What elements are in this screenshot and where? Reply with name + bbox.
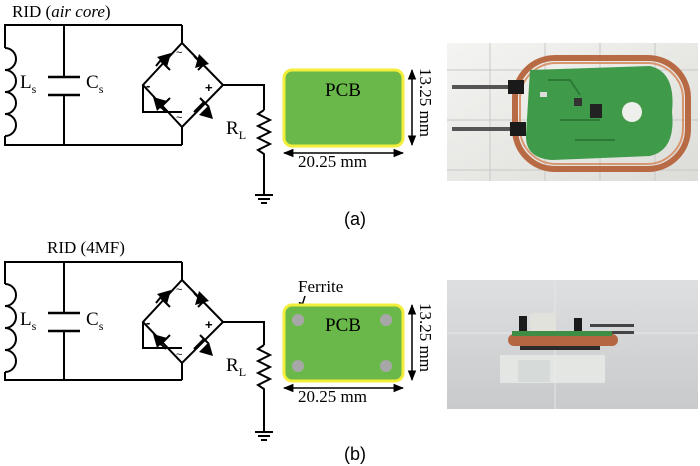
capacitor: [48, 75, 80, 97]
bridge-minus: -: [146, 78, 150, 93]
panel-a: RID (air core): [4, 2, 698, 229]
bridge-b-plus: +: [205, 317, 213, 332]
diode-bridge-b-arrows: [153, 290, 213, 356]
bridge-b-minus: -: [146, 315, 150, 330]
load-resistor-b: [255, 344, 273, 392]
load-b-label: RL: [226, 355, 246, 379]
pcb-board-b: [282, 303, 405, 383]
load-label: RL: [226, 118, 246, 142]
ferrite-dot-bl: [292, 360, 304, 372]
inductor: [4, 24, 18, 146]
pcb-label: PCB: [325, 80, 361, 101]
ferrite-side-photo: [447, 280, 698, 409]
capacitor-b: [48, 311, 80, 333]
ferrite-dot-tl: [292, 314, 304, 326]
pcb-board: [282, 68, 405, 148]
ferrite-dot-br: [380, 360, 392, 372]
bridge-ac-top: ~: [176, 47, 182, 59]
wires-a: [5, 24, 273, 204]
diode-bridge-arrows: [153, 53, 213, 119]
panel-b-title: RID (4MF): [47, 238, 125, 257]
height-b-label: 13.25 mm: [416, 303, 435, 372]
pcb-b-label: PCB: [325, 315, 361, 336]
wires-b: [5, 261, 273, 441]
bridge-plus: +: [205, 80, 213, 95]
air-core-photo: [447, 43, 698, 181]
ferrite-dot-tr: [380, 314, 392, 326]
width-b-label: 20.25 mm: [298, 387, 367, 406]
panel-b: RID (4MF): [4, 238, 698, 464]
inductor-b: [4, 261, 18, 381]
height-label: 13.25 mm: [416, 68, 435, 137]
bridge-ac-bottom: ~: [176, 112, 182, 124]
caption-b: (b): [344, 444, 366, 464]
width-label: 20.25 mm: [298, 152, 367, 171]
bridge-b-ac-bottom: ~: [176, 349, 182, 361]
inductor-label: Ls: [20, 72, 37, 96]
inductor-b-label: Ls: [20, 309, 37, 333]
bridge-b-ac-top: ~: [176, 284, 182, 296]
load-resistor: [255, 109, 273, 158]
capacitor-b-label: Cs: [86, 309, 104, 333]
caption-a: (a): [344, 209, 366, 229]
capacitor-label: Cs: [86, 72, 104, 96]
panel-a-title: RID (air core): [12, 2, 111, 21]
ferrite-label: Ferrite: [298, 277, 343, 296]
